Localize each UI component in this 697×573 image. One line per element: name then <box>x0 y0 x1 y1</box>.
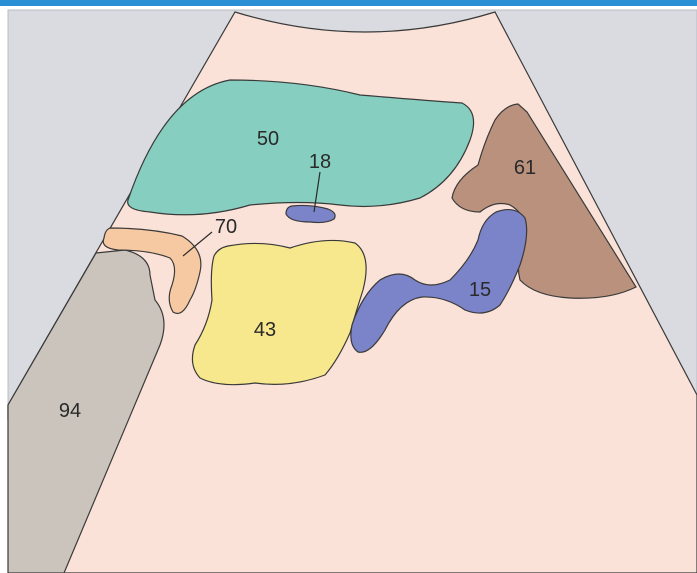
label-15: 15 <box>469 279 491 301</box>
label-43: 43 <box>254 319 276 341</box>
label-50: 50 <box>257 128 279 150</box>
label-18: 18 <box>309 151 331 173</box>
label-94: 94 <box>59 400 81 422</box>
label-70: 70 <box>215 216 237 238</box>
label-61: 61 <box>514 157 536 179</box>
